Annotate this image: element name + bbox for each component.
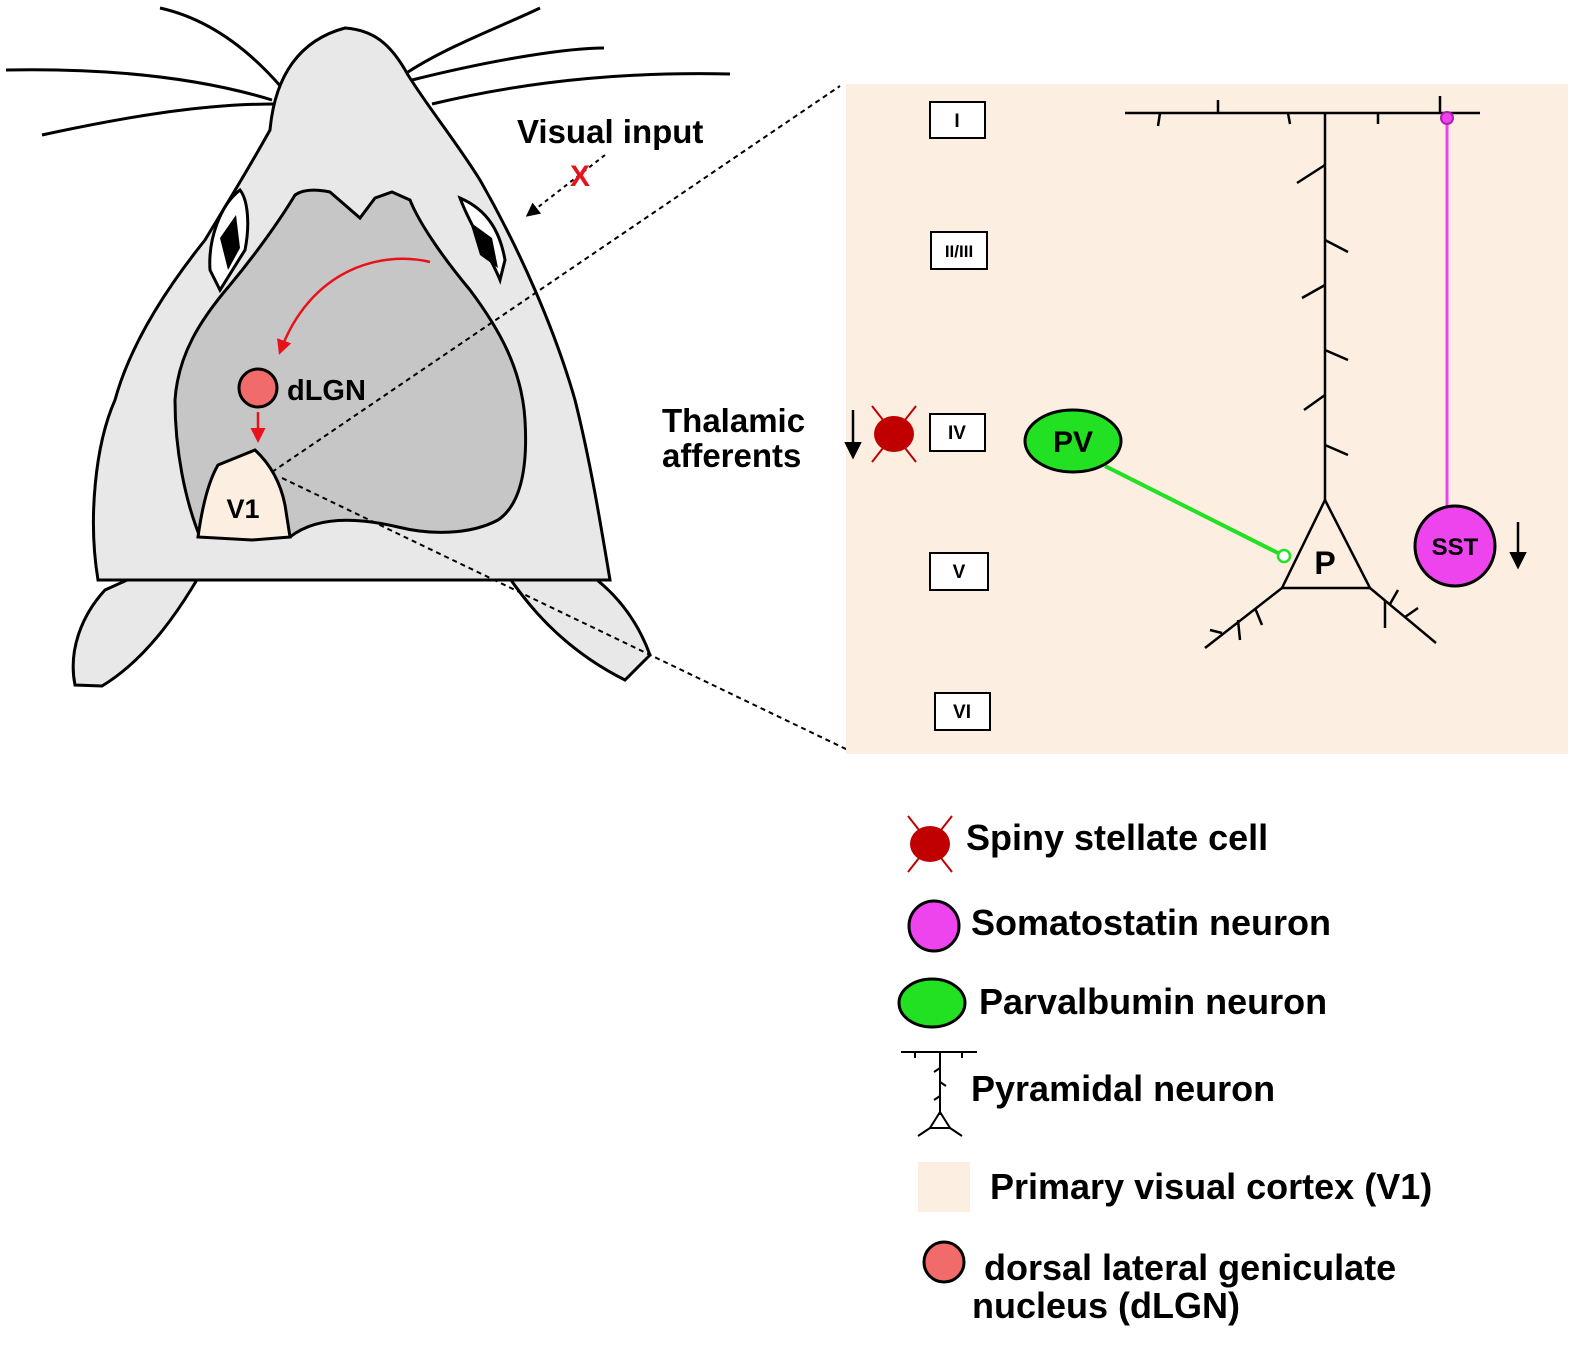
dlgn-legend-icon <box>922 1240 966 1284</box>
spiny-stellate-cell <box>871 405 917 463</box>
pyramidal-legend-icon <box>901 1051 977 1137</box>
cortex-panel: I II/III IV V VI Thalamic afferents <box>662 84 1568 754</box>
visual-input-arrow <box>525 154 606 217</box>
visual-input-label: Visual input <box>517 113 703 150</box>
parvalbumin-legend-icon <box>897 977 967 1029</box>
pyramidal-neuron <box>1125 96 1480 649</box>
layer-box-vi: VI <box>934 692 991 731</box>
zoom-line-bottom <box>281 477 849 751</box>
dlgn-marker <box>237 367 279 409</box>
legend-label-pyramidal: Pyramidal neuron <box>971 1068 1275 1109</box>
layer-box-v: V <box>929 552 989 591</box>
zoom-line-top <box>271 85 841 473</box>
mouse-head-illustration: V1 dLGN Visual input X <box>5 6 731 688</box>
thalamic-label-line2: afferents <box>662 437 801 474</box>
visual-pathway-arrow <box>277 257 431 355</box>
layer-label-iv: IV <box>948 423 966 444</box>
sst-label: SST <box>1432 534 1479 561</box>
layer-box-ii-iii: II/III <box>930 231 988 270</box>
v1-legend-swatch <box>918 1162 970 1212</box>
pv-connection <box>1104 464 1283 557</box>
legend-label-v1: Primary visual cortex (V1) <box>990 1166 1432 1207</box>
blocked-input-mark: X <box>570 160 590 193</box>
legend-item-somatostatin: Somatostatin neuron <box>907 899 1331 953</box>
v1-region <box>196 448 292 542</box>
somatostatin-legend-icon <box>907 899 961 953</box>
legend-label-dlgn-line2: nucleus (dLGN) <box>972 1285 1240 1326</box>
thalamic-label-line1: Thalamic <box>662 402 805 439</box>
spiny-stellate-legend-icon <box>910 826 950 862</box>
legend-label-dlgn-line1: dorsal lateral geniculate <box>984 1247 1396 1288</box>
legend-label-somatostatin: Somatostatin neuron <box>971 902 1331 943</box>
legend: Spiny stellate cell Somatostatin neuron … <box>897 815 1432 1326</box>
v1-label: V1 <box>226 494 259 524</box>
legend-label-spiny-stellate: Spiny stellate cell <box>966 817 1268 858</box>
sst-neuron <box>1413 504 1497 588</box>
whiskers <box>5 6 731 137</box>
layer-label-v: V <box>953 562 966 583</box>
legend-item-dlgn: dorsal lateral geniculate nucleus (dLGN) <box>922 1240 1396 1326</box>
pv-label: PV <box>1053 426 1093 459</box>
legend-label-parvalbumin: Parvalbumin neuron <box>979 981 1327 1022</box>
legend-item-spiny-stellate: Spiny stellate cell <box>907 815 1268 873</box>
legend-item-v1: Primary visual cortex (V1) <box>918 1162 1432 1212</box>
pv-neuron <box>1023 408 1123 474</box>
pv-synapse <box>1276 548 1292 564</box>
layer-label-ii-iii: II/III <box>945 242 973 261</box>
legend-item-parvalbumin: Parvalbumin neuron <box>897 977 1327 1029</box>
layer-box-i: I <box>929 101 986 139</box>
left-eye <box>208 187 250 294</box>
brain <box>173 188 528 540</box>
sst-synapse <box>1440 111 1454 125</box>
layer-label-i: I <box>954 111 959 132</box>
layer-box-iv: IV <box>929 413 986 452</box>
dlgn-label: dLGN <box>287 375 366 407</box>
layer-label-vi: VI <box>953 702 971 723</box>
pyramidal-label: P <box>1314 545 1335 581</box>
legend-item-pyramidal: Pyramidal neuron <box>901 1051 1275 1137</box>
right-eye <box>457 195 507 285</box>
